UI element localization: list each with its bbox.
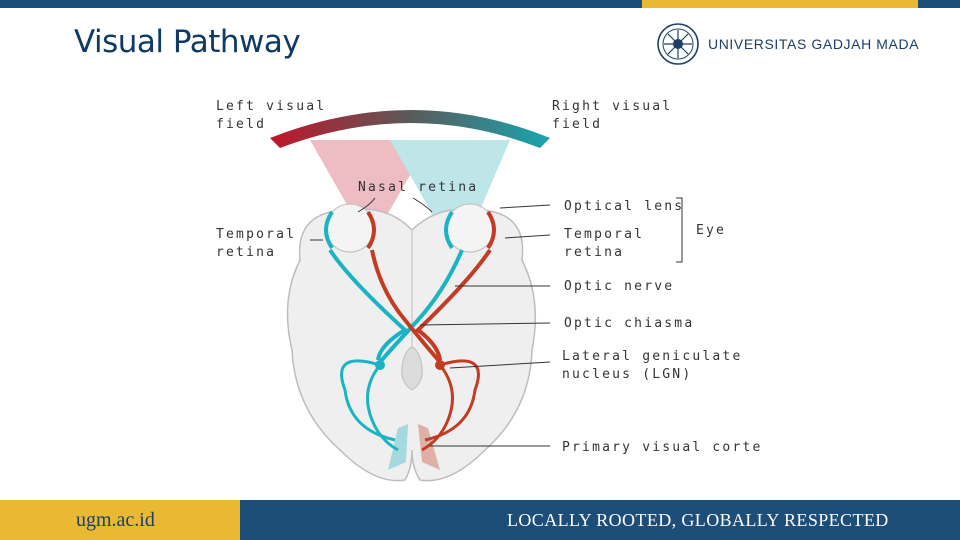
optic-nerve-label: Optic nerve (564, 279, 674, 294)
footer-gold-block: ugm.ac.id (0, 500, 240, 540)
footer-tagline: LOCALLY ROOTED, GLOBALLY RESPECTED (507, 510, 889, 530)
footer-url: ugm.ac.id (76, 509, 155, 531)
pointer-lines (310, 197, 683, 447)
right-eye (444, 203, 496, 253)
top-accent-gold (642, 0, 918, 8)
right-visual-cortex (418, 424, 440, 470)
logo-text: UNIVERSITAS GADJAH MADA (708, 36, 920, 52)
left-eye (324, 203, 376, 253)
primary-visual-cortex-label: Primary visual cortex (562, 440, 760, 455)
footer-bar: ugm.ac.id LOCALLY ROOTED, GLOBALLY RESPE… (0, 500, 960, 540)
left-visual-cortex (388, 424, 408, 470)
top-accent-bar (0, 0, 960, 8)
optical-lens-label: Optical lens (564, 199, 684, 214)
left-field-pathway-cross (370, 249, 442, 364)
right-field-pathway-left (328, 248, 409, 361)
ugm-emblem-icon (657, 23, 699, 65)
university-logo: UNIVERSITAS GADJAH MADA (656, 22, 919, 66)
visual-field-arc (270, 110, 550, 148)
right-field-pathway-cross (378, 249, 464, 364)
left-field-pathway-right (414, 248, 492, 361)
nasal-retina-label: Nasal retina (358, 180, 478, 195)
eye-label: Eye (696, 223, 726, 238)
slide-title: Visual Pathway (74, 24, 301, 60)
optic-chiasma-label: Optic chiasma (564, 316, 694, 331)
